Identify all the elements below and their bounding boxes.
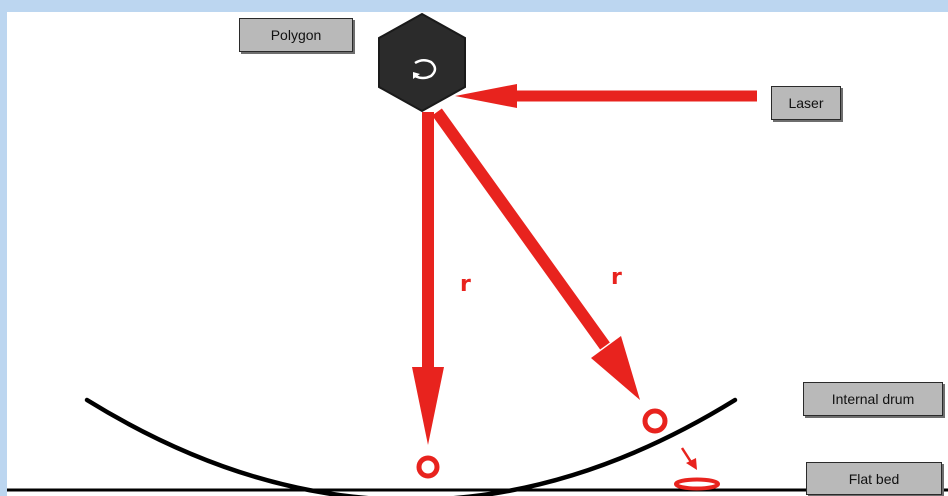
drum-spot-side [642,408,668,434]
polygon-label: Polygon [239,18,353,52]
radius-label-angled: r [611,265,622,290]
flat-bed-projection-arrow [680,447,697,470]
laser-input-beam [455,84,757,108]
rotation-arrow-icon [413,59,437,80]
internal-drum-label: Internal drum [803,382,943,416]
diagram-canvas: r r Polygon Laser Internal drum Flat bed [7,12,948,496]
radius-label-vertical: r [460,272,471,297]
flat-bed-spot [674,477,720,491]
internal-drum-arc [84,397,738,496]
laser-scanner-diagram [7,12,948,496]
drum-spot-center [416,455,440,479]
polygon-mirror [378,12,466,113]
angled-beam [432,108,640,400]
vertical-beam [412,112,444,445]
flat-bed-label: Flat bed [806,462,942,495]
laser-label: Laser [771,86,841,120]
